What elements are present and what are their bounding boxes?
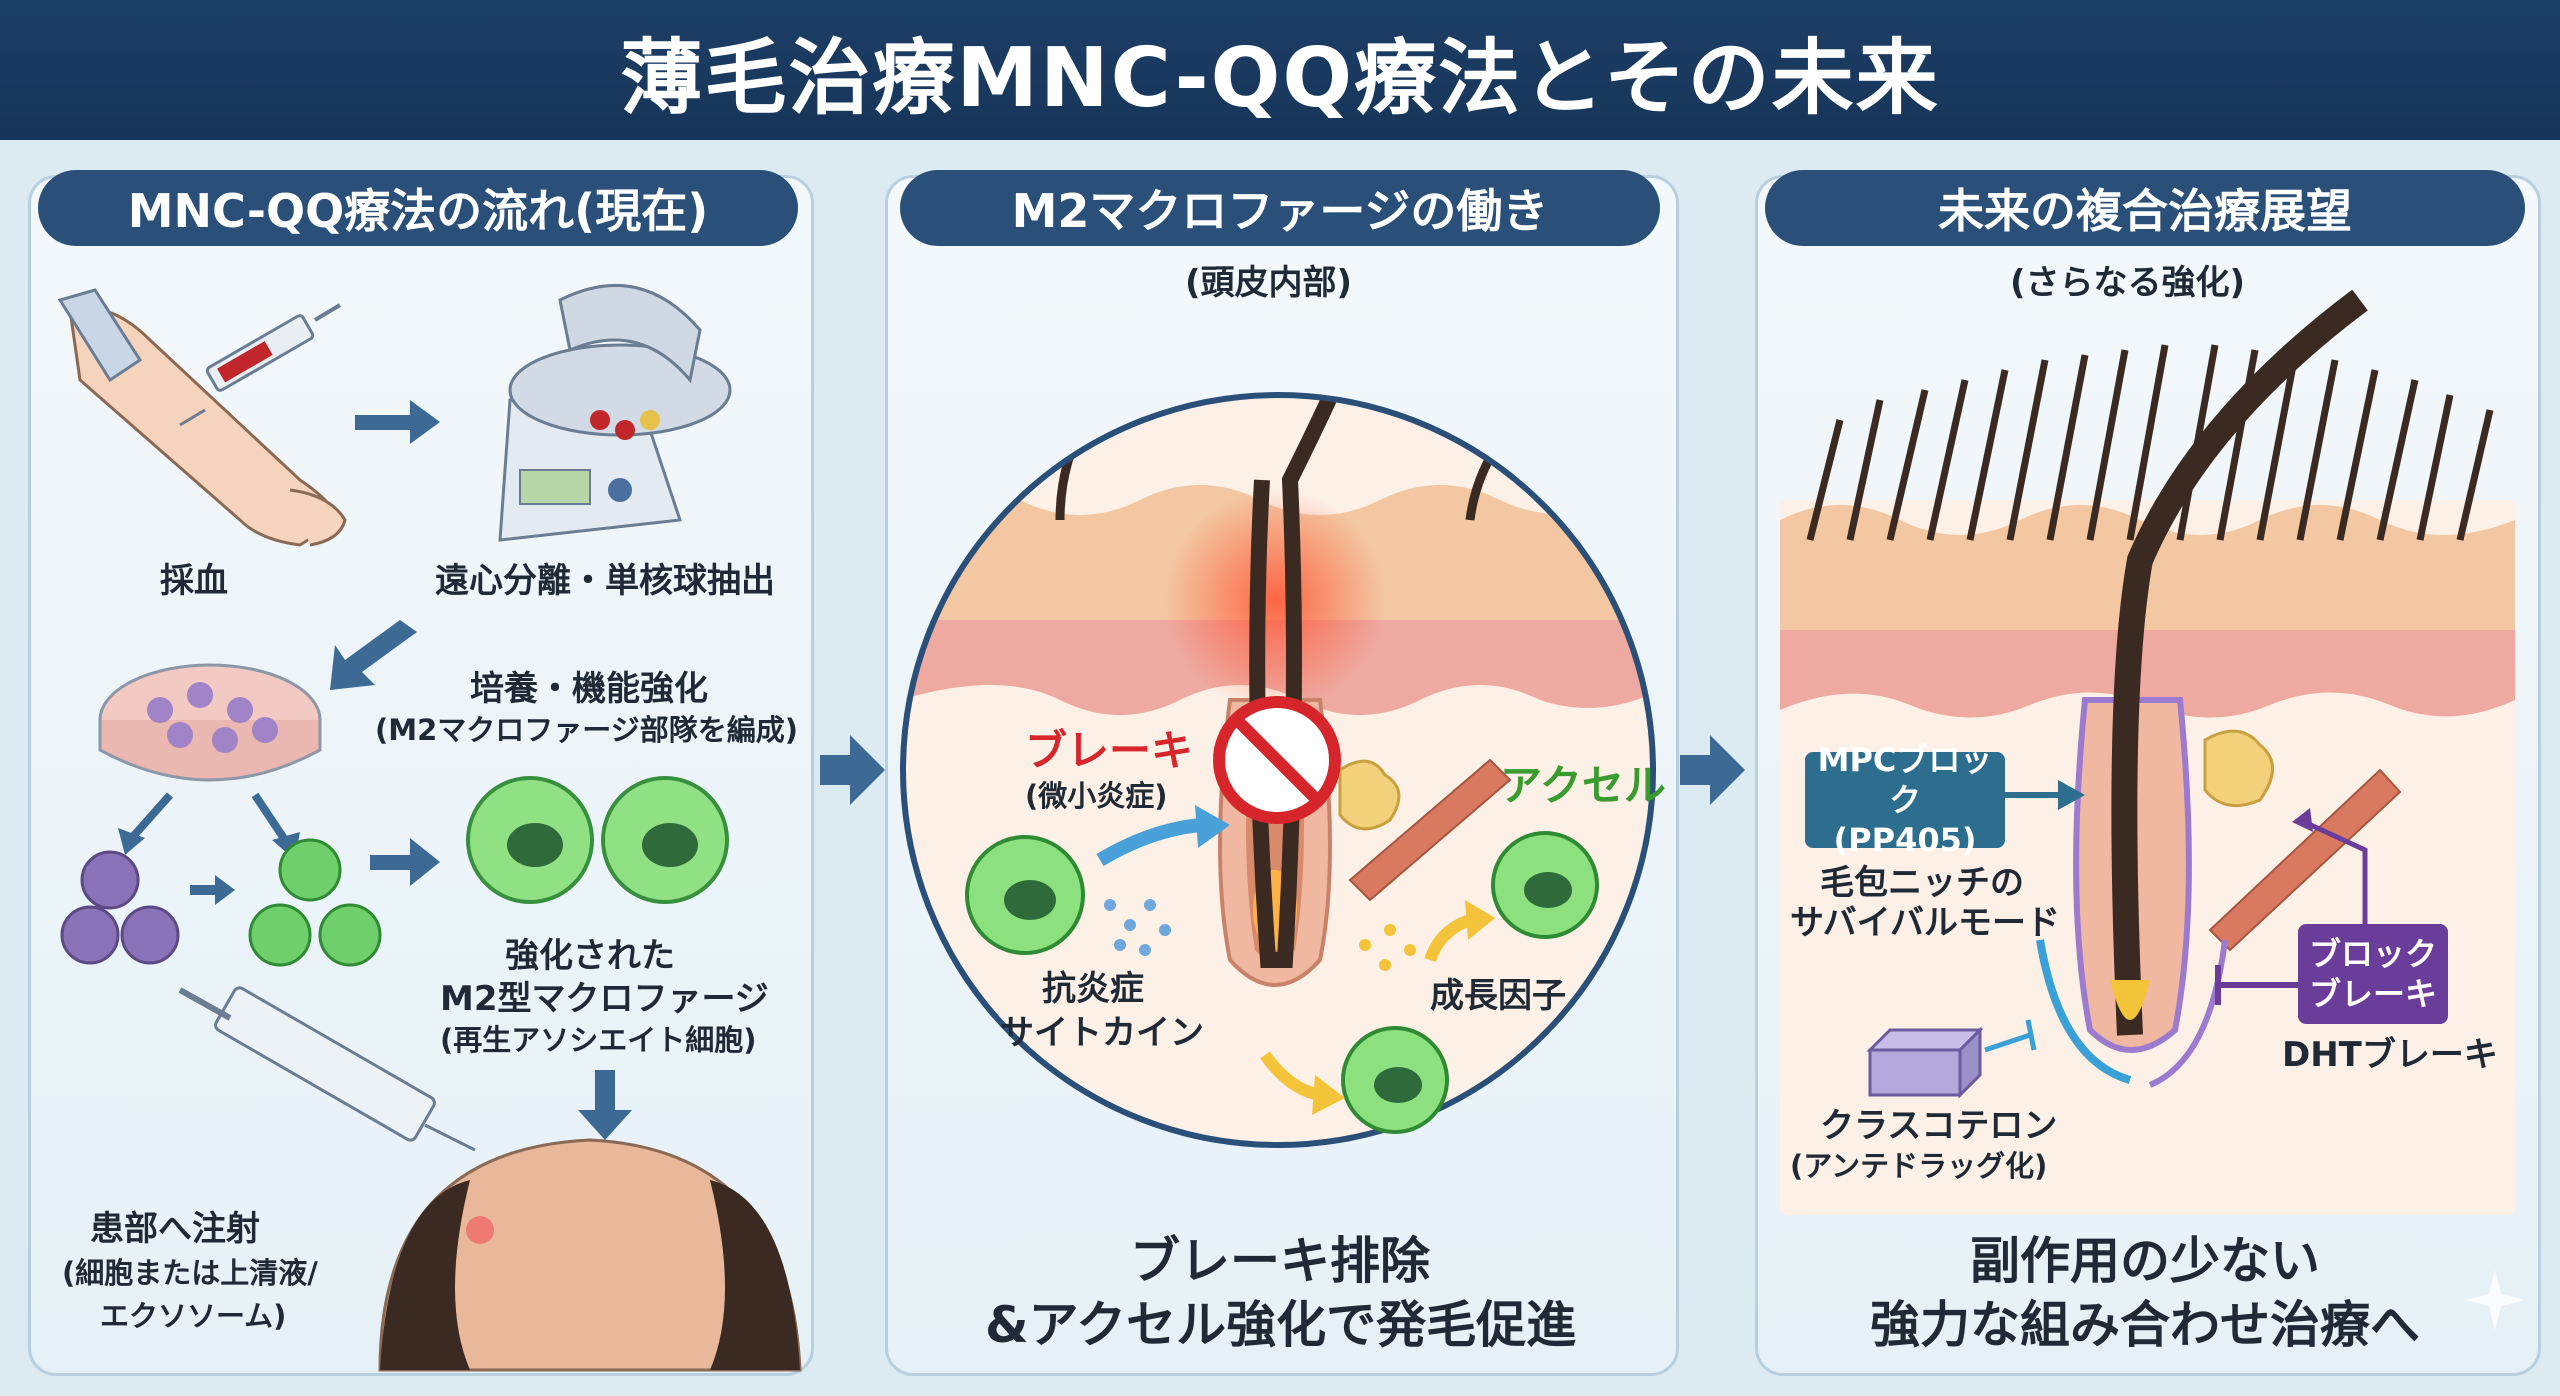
- small-macrophage-cells: [248, 838, 382, 967]
- panel3-footer-1: 副作用の少ない: [1970, 1232, 2320, 1290]
- label-inject: 患部へ注射: [90, 1209, 260, 1249]
- arm-illustration: [57, 288, 347, 547]
- clascoterone-box-icon: [1866, 1026, 1984, 1099]
- label-brake-sub: (微小炎症): [1025, 779, 1168, 813]
- label-centrifuge: 遠心分離・単核球抽出: [435, 561, 775, 601]
- flow-arrow-1: [355, 400, 440, 444]
- label-inject-sub-2: エクソソーム): [100, 1299, 287, 1333]
- label-clascoterone-sub: (アンテドラッグ化): [1790, 1149, 2048, 1183]
- label-cytokine-1: 抗炎症: [1042, 969, 1144, 1009]
- syringe-draw-icon: [179, 303, 342, 427]
- panel-arrow-1: [820, 735, 885, 805]
- panel2-footer-2: &アクセル強化で発毛促進: [985, 1296, 1577, 1354]
- flow-arrow-4: [370, 838, 440, 886]
- monocyte-cells: [60, 850, 180, 965]
- label-brake: ブレーキ: [1025, 726, 1194, 775]
- panel-header-m2-function: M2マクロファージの働き: [900, 170, 1660, 246]
- label-clascoterone: クラスコテロン: [1820, 1106, 2058, 1146]
- flow-arrow-3: [190, 875, 235, 905]
- m2-cell-bottom: [1341, 1026, 1449, 1134]
- branch-arrow-left: [127, 792, 173, 843]
- flow-arrow-2: [330, 620, 417, 690]
- flow-arrow-5: [578, 1070, 632, 1140]
- scalp-illustration: [378, 1138, 802, 1372]
- label-further-boost: (さらなる強化): [2010, 263, 2246, 303]
- label-inject-sub-1: (細胞または上清液/: [62, 1256, 318, 1290]
- label-enhanced-m2: M2型マクロファージ: [440, 979, 769, 1019]
- injection-syringe-icon: [178, 986, 476, 1152]
- tag-mpc-block: MPCブロック (PP405): [1805, 741, 2005, 859]
- cytokine-dots: [1104, 899, 1171, 956]
- label-blood-draw: 採血: [160, 561, 228, 601]
- m2-cell-left: [965, 835, 1085, 955]
- label-enhanced: 強化された: [505, 936, 675, 976]
- page-title: 薄毛治療MNC-QQ療法とその未来: [620, 30, 1940, 126]
- sparkle-icon: [2465, 1270, 2525, 1330]
- label-scalp-inside: (頭皮内部): [1185, 263, 1353, 303]
- dense-hair-strands: [1806, 344, 2494, 541]
- label-niche-1: 毛包ニッチの: [1820, 863, 2024, 903]
- label-enhanced-sub: (再生アソシエイト細胞): [440, 1023, 757, 1057]
- label-dht-brake: DHTブレーキ: [2282, 1035, 2498, 1075]
- centrifuge-icon: [498, 284, 732, 542]
- label-culture-sub: (M2マクロファージ部隊を編成): [375, 713, 798, 747]
- enhanced-m2-cells: [466, 776, 729, 904]
- brake-prohibit-icon: [1213, 696, 1341, 824]
- label-accel: アクセル: [1500, 761, 1666, 810]
- panel-header-current-flow: MNC-QQ療法の流れ(現在): [38, 170, 798, 246]
- title-bar: 薄毛治療MNC-QQ療法とその未来: [0, 0, 2560, 140]
- yellow-arrow-up: [1424, 914, 1473, 963]
- blue-arrow-cytokine: [1096, 818, 1201, 867]
- tag-mpc-line1: MPCブロック: [1817, 741, 1993, 819]
- panel-header-future-outlook: 未来の複合治療展望: [1765, 170, 2525, 246]
- tag-block-line2: ブレーキ: [2308, 975, 2437, 1013]
- label-niche-2: サバイバルモード: [1790, 903, 2060, 943]
- growth-factor-dots: [1359, 924, 1416, 971]
- tag-mpc-line2: (PP405): [1833, 821, 1977, 859]
- label-growth-factor: 成長因子: [1430, 976, 1566, 1016]
- panel3-footer-2: 強力な組み合わせ治療へ: [1870, 1296, 2420, 1354]
- panel2-footer-1: ブレーキ排除: [1130, 1232, 1430, 1290]
- m2-cell-right: [1491, 831, 1599, 939]
- petri-dish-icon: [98, 663, 322, 782]
- tag-block-brake: ブロック ブレーキ: [2298, 924, 2448, 1024]
- branch-arrow-right: [251, 792, 289, 843]
- tag-block-line1: ブロック: [2308, 935, 2437, 973]
- label-cytokine-2: サイトカイン: [1000, 1013, 1204, 1053]
- label-culture: 培養・機能強化: [470, 669, 708, 709]
- panel-arrow-2: [1680, 735, 1745, 805]
